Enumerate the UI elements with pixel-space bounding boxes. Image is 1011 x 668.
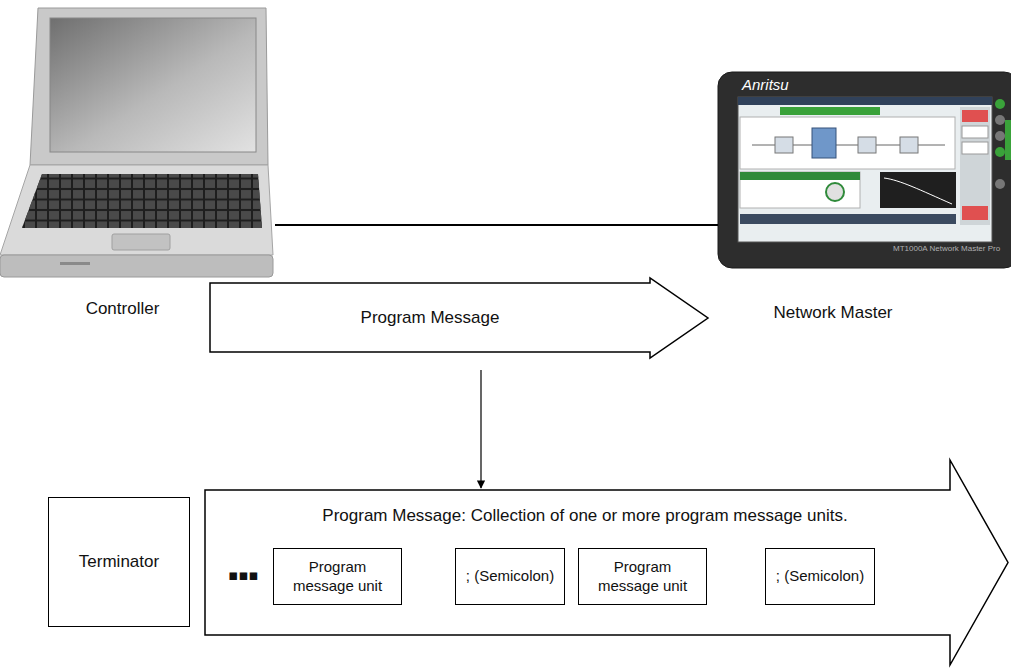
arrow-shape: [210, 278, 708, 358]
network-master-illustration: [718, 72, 1011, 268]
ellipsis-marks: ▪▪▪: [228, 566, 259, 584]
arrow-shape: [205, 460, 1008, 665]
model-name: MT1000A Network Master Pro: [893, 244, 1000, 253]
node-text: Controller: [0, 298, 245, 319]
terminator-box: Terminator: [48, 497, 190, 627]
node-text: Terminator: [73, 551, 165, 572]
program-message-arrow: Program Message: [210, 278, 708, 358]
semicolon-box: ; (Semicolon): [455, 548, 565, 605]
node-text: Program message unit: [274, 558, 401, 596]
node-text: Program message unit: [579, 558, 706, 596]
node-text: Program Message: [210, 307, 650, 328]
program-message-unit-box: Program message unit: [273, 548, 402, 605]
network-master-node: Network Master: [718, 72, 1011, 268]
node-text: Program Message: Collection of one or mo…: [205, 505, 965, 526]
flow-arrow: [480, 370, 481, 488]
program-message-unit-box: Program message unit: [578, 548, 707, 605]
laptop-illustration: [0, 8, 273, 277]
connection-line: [275, 224, 718, 226]
brand-logo: Anritsu: [742, 76, 789, 93]
node-text: Network Master: [748, 302, 918, 323]
node-text: ; (Semicolon): [460, 567, 560, 586]
node-text: ; (Semicolon): [770, 567, 870, 586]
program-message-structure-arrow: Program Message: Collection of one or mo…: [205, 460, 1008, 665]
controller-node: Controller: [0, 8, 275, 282]
semicolon-box: ; (Semicolon): [765, 548, 875, 605]
